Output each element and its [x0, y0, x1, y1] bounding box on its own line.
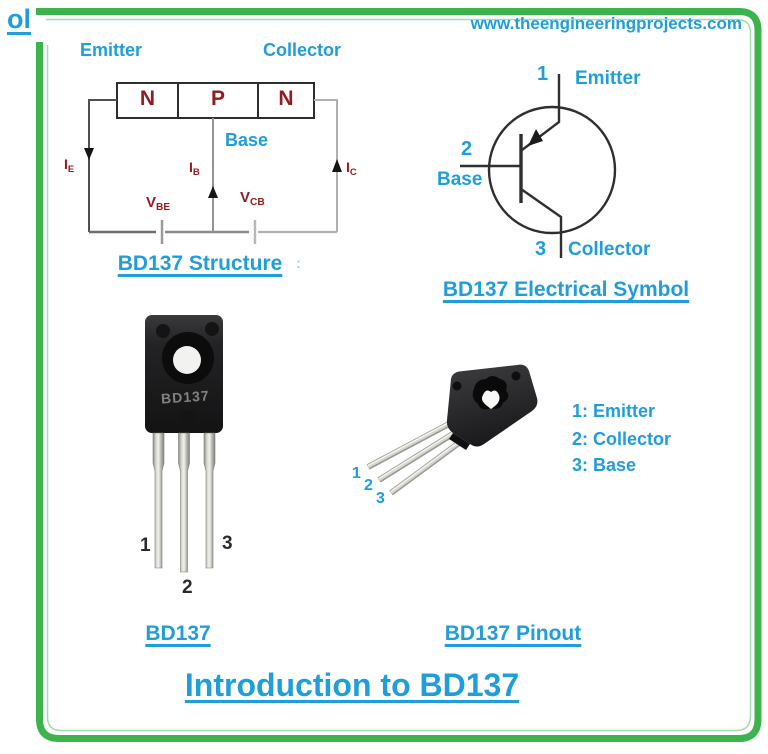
- package-legs: [152, 432, 216, 573]
- symbol-pin1-number: 1: [537, 63, 549, 85]
- symbol-pin2-number: 2: [461, 138, 473, 160]
- emitter-current-arrow: [84, 148, 94, 160]
- region-p-label: P: [210, 87, 225, 110]
- current-ie-label: IE: [64, 156, 75, 175]
- structure-diagram: [84, 82, 342, 244]
- package-caption: BD137: [145, 622, 211, 645]
- package-dimple-right: [205, 322, 219, 336]
- electrical-symbol-caption: BD137 Electrical Symbol: [442, 278, 690, 301]
- pinout-pin3-number: 3: [376, 490, 385, 507]
- tilted-dimple-right: [511, 371, 521, 381]
- emitter-wire: [84, 99, 117, 232]
- transistor-symbol: [460, 74, 617, 258]
- region-n2-label: N: [278, 87, 294, 110]
- symbol-emitter-arrow: [528, 129, 543, 146]
- structure-emitter-label: Emitter: [80, 40, 143, 60]
- collector-current-arrow: [332, 159, 342, 172]
- package-pin2-number: 2: [182, 577, 193, 598]
- page-border: [36, 8, 762, 742]
- tilted-dimple-left: [452, 381, 462, 391]
- collector-wire: [314, 99, 342, 232]
- structure-base-label: Base: [225, 130, 269, 150]
- symbol-base-label: Base: [437, 169, 483, 190]
- package-marking-text: BD137: [160, 387, 211, 407]
- pinout-legend-collector: 2: Collector: [572, 429, 672, 449]
- symbol-emitter-label: Emitter: [575, 68, 641, 89]
- package-dimple-left: [156, 324, 170, 338]
- package-pin1-number: 1: [140, 535, 151, 556]
- symbol-collector-lead: [520, 188, 563, 258]
- pinout-pin2-number: 2: [364, 477, 373, 494]
- tilted-package-legs: [366, 421, 465, 496]
- symbol-pin3-number: 3: [535, 238, 547, 260]
- symbol-collector-label: Collector: [568, 239, 651, 260]
- pinout-legend-emitter: 1: Emitter: [572, 401, 656, 421]
- package-dimple-bottom: [181, 410, 195, 424]
- pinout-legend-base: 3: Base: [572, 455, 637, 475]
- page-title: Introduction to BD137: [184, 667, 520, 703]
- package-mounting-hole: [173, 346, 201, 374]
- current-ic-label: IC: [346, 159, 357, 178]
- package-pin3-number: 3: [222, 533, 233, 554]
- tilted-package-side: [449, 433, 470, 450]
- bd137-tilted-package-photo: [366, 364, 538, 496]
- voltage-vbe-label: VBE: [146, 194, 171, 214]
- current-ib-label: IB: [189, 159, 200, 178]
- bd137-package-photo: [145, 315, 223, 573]
- base-current-arrow: [208, 186, 218, 198]
- pinout-pin1-number: 1: [352, 465, 361, 482]
- website-link[interactable]: www.theengineeringprojects.com: [470, 14, 742, 33]
- structure-caption: BD137 Structure: [117, 252, 283, 275]
- voltage-vcb-label: VCB: [240, 189, 265, 209]
- base-wire: [208, 118, 218, 232]
- symbol-circle: [487, 105, 617, 235]
- bottom-wire: [89, 220, 337, 244]
- region-n1-label: N: [139, 87, 156, 110]
- pinout-caption: BD137 Pinout: [444, 622, 582, 645]
- tilted-mounting-hole: [482, 390, 500, 409]
- corner-partial-text: ol: [7, 4, 31, 34]
- structure-collector-label: Collector: [263, 40, 342, 60]
- stray-mark: :: [296, 255, 301, 272]
